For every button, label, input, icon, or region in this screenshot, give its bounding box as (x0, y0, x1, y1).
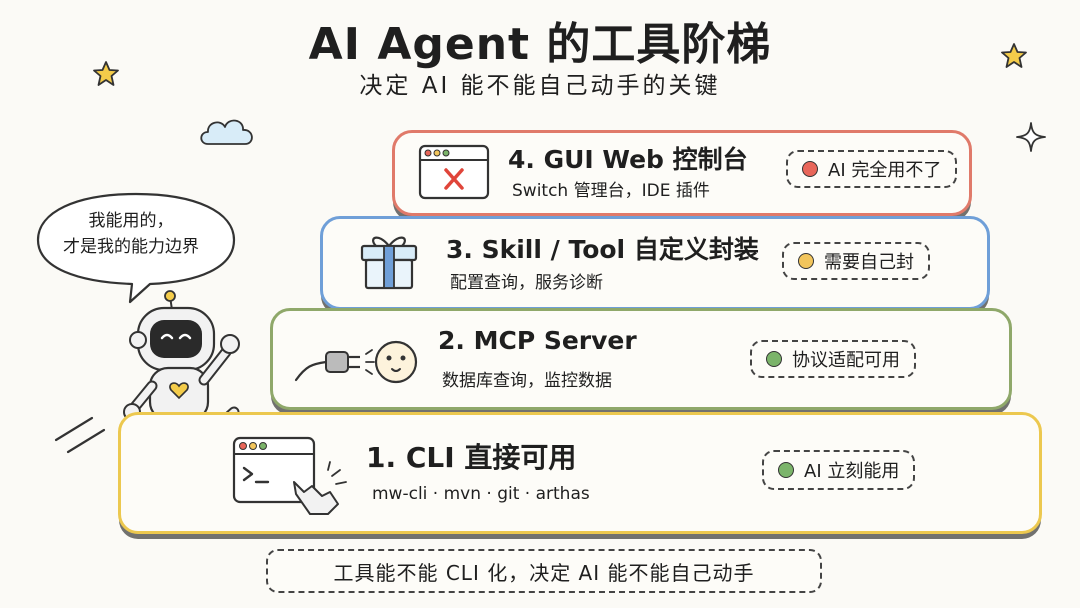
step-1-desc: mw-cli · mvn · git · arthas (372, 484, 590, 504)
star-icon (1001, 43, 1027, 68)
step-1-title: 1. CLI 直接可用 (366, 441, 577, 474)
speech-bubble-text: 我能用的， 才是我的能力边界 (63, 211, 199, 257)
status-dot-green (778, 462, 794, 478)
page-title: AI Agent 的工具阶梯 (308, 19, 772, 70)
step-4-badge: AI 完全用不了 (786, 150, 958, 188)
speech-bubble (36, 192, 236, 304)
plug-socket-icon (294, 340, 418, 384)
star-icon (93, 61, 119, 86)
footer-note: 工具能不能 CLI 化，决定 AI 能不能自己动手 (266, 549, 822, 593)
step-1-badge: AI 立刻能用 (762, 450, 916, 490)
step-2-badge: 协议适配可用 (750, 340, 916, 378)
terminal-icon (232, 436, 347, 515)
step-4-desc: Switch 管理台，IDE 插件 (512, 181, 710, 201)
step-3-badge: 需要自己封 (782, 242, 930, 280)
step-3-desc: 配置查询，服务诊断 (450, 273, 603, 293)
status-dot-red (802, 161, 818, 177)
sparkle-icon (1016, 122, 1046, 152)
step-2-title: 2. MCP Server (438, 326, 637, 355)
gift-box-icon (360, 236, 418, 290)
cloud-icon (200, 119, 253, 145)
browser-x-icon (418, 144, 490, 200)
status-dot-green (766, 351, 782, 367)
step-3-title: 3. Skill / Tool 自定义封装 (446, 235, 759, 264)
status-dot-yellow (798, 253, 814, 269)
step-2-desc: 数据库查询，监控数据 (442, 371, 612, 391)
page-subtitle: 决定 AI 能不能自己动手的关键 (359, 73, 721, 99)
step-4-title: 4. GUI Web 控制台 (508, 145, 748, 174)
